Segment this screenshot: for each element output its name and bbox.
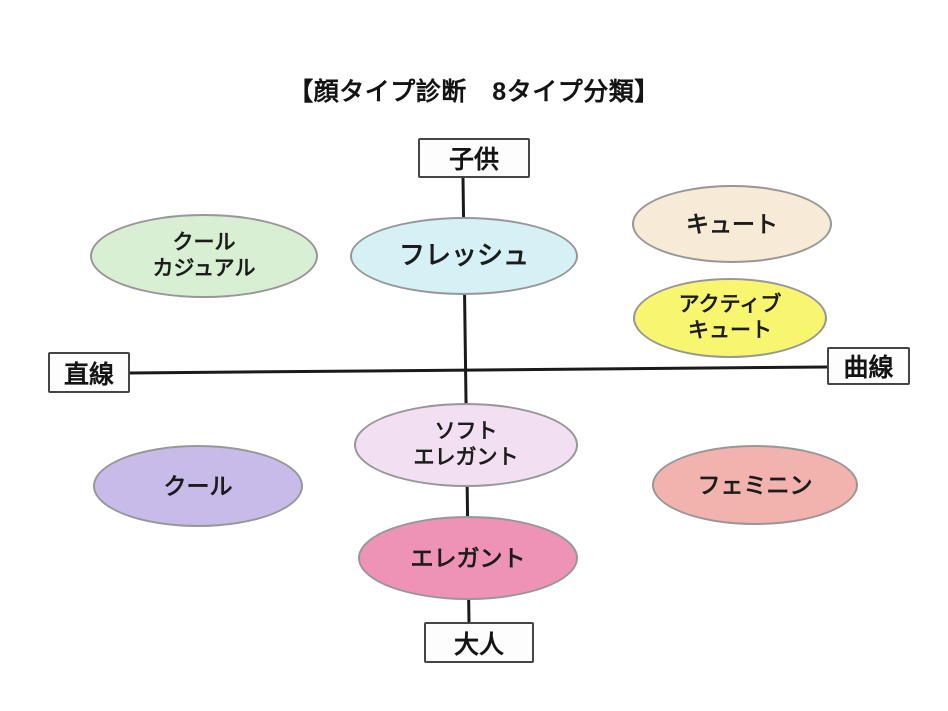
axis-label-curved: 曲線: [827, 347, 910, 385]
axis-label-straight: 直線: [48, 352, 130, 393]
ellipse-active-cute: アクティブ キュート: [633, 278, 827, 358]
ellipse-cute: キュート: [632, 185, 832, 263]
ellipse-soft-elegant: ソフト エレガント: [354, 403, 578, 487]
ellipse-label-cool: クール: [163, 472, 233, 499]
ellipse-fresh: フレッシュ: [350, 217, 578, 295]
axis-label-child: 子供: [418, 138, 530, 178]
ellipse-elegant: エレガント: [358, 516, 578, 600]
ellipse-feminine: フェミニン: [652, 445, 858, 525]
ellipse-label-cool-casual: クール カジュアル: [152, 231, 256, 280]
horizontal-axis-line: [129, 365, 828, 375]
ellipse-label-cute: キュート: [686, 210, 778, 237]
ellipse-cool-casual: クール カジュアル: [90, 214, 318, 298]
ellipse-label-elegant: エレガント: [410, 544, 526, 571]
ellipse-label-soft-elegant: ソフト エレガント: [413, 420, 519, 469]
ellipse-cool: クール: [93, 445, 303, 527]
ellipse-label-feminine: フェミニン: [697, 471, 813, 498]
diagram-title: 【顔タイプ診断 8タイプ分類】: [288, 78, 660, 106]
axis-label-adult: 大人: [424, 622, 534, 663]
ellipse-label-active-cute: アクティブ キュート: [678, 293, 782, 342]
ellipse-label-fresh: フレッシュ: [398, 240, 529, 271]
